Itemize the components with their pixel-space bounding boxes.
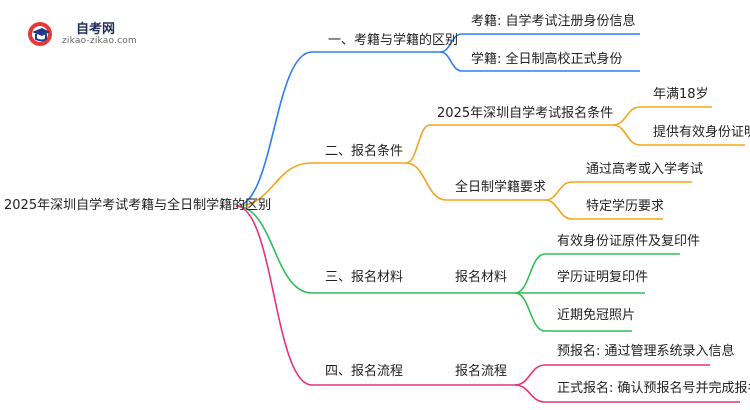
branch-2-sub-2-leaf-1: 通过高考或入学考试	[586, 162, 704, 177]
branch-2-sub-1: 2025年深圳自学考试报名条件	[437, 106, 614, 121]
branch-3-leaf-1: 有效身份证原件及复印件	[557, 234, 701, 249]
branch-4-leaf-2: 正式报名: 确认预报名号并完成报名	[557, 381, 750, 396]
edge-branch-2-sub-1-leaf-1	[612, 106, 641, 126]
branch-2-sub-1-leaf-1: 年满18岁	[653, 87, 709, 102]
branch-3-leaf-3: 近期免冠照片	[557, 308, 636, 323]
branch-1-leaf-2: 学籍: 全日制高校正式身份	[471, 52, 623, 67]
branch-1-leaf-1: 考籍: 自学考试注册身份信息	[471, 14, 636, 29]
edge-branch-2-sub-2	[405, 162, 447, 201]
edge-branch-2-sub-2-leaf-2	[544, 199, 573, 220]
branch-4-sub-1: 报名流程	[455, 364, 508, 379]
edge-branch-1-leaf-2	[439, 51, 463, 72]
branch-3-sub-1: 报名材料	[455, 270, 508, 285]
branch-3-label: 三、报名材料	[325, 270, 404, 285]
branch-2-sub-2-leaf-2: 特定学历要求	[586, 199, 665, 214]
edge-branch-3-leaf-3	[514, 292, 546, 332]
edge-root-branch-2	[235, 162, 313, 207]
edge-branch-1-leaf-1	[439, 33, 463, 53]
branch-3-leaf-2: 学历证明复印件	[557, 270, 649, 285]
branch-2-sub-2: 全日制学籍要求	[455, 180, 547, 195]
edge-branch-3-leaf-1	[514, 253, 546, 294]
branch-2-sub-1-leaf-2: 提供有效身份证明	[653, 125, 750, 140]
edge-branch-4-leaf-1	[514, 364, 546, 386]
edge-root-branch-4	[235, 205, 313, 386]
branch-2-label: 二、报名条件	[325, 144, 404, 159]
branch-1-label: 一、考籍与学籍的区别	[328, 33, 459, 48]
branch-4-label: 四、报名流程	[325, 364, 404, 379]
site-logo[interactable]: 自考网 zikao-zikao.com	[26, 12, 146, 52]
edge-branch-4-leaf-2	[514, 384, 546, 403]
edge-root-branch-3	[235, 205, 313, 294]
edge-branch-2-sub-2-leaf-1	[544, 181, 573, 201]
branch-4-leaf-1: 预报名: 通过管理系统录入信息	[557, 344, 735, 359]
logo-subtitle: zikao-zikao.com	[62, 36, 137, 46]
logo-graduation-cap-icon	[28, 22, 52, 46]
root-topic: 2025年深圳自学考试考籍与全日制学籍的区别	[4, 198, 272, 213]
edge-root-branch-1	[235, 51, 313, 207]
edge-branch-2-sub-1	[405, 124, 431, 164]
logo-title: 自考网	[76, 22, 116, 37]
edge-branch-2-sub-1-leaf-2	[612, 124, 641, 146]
